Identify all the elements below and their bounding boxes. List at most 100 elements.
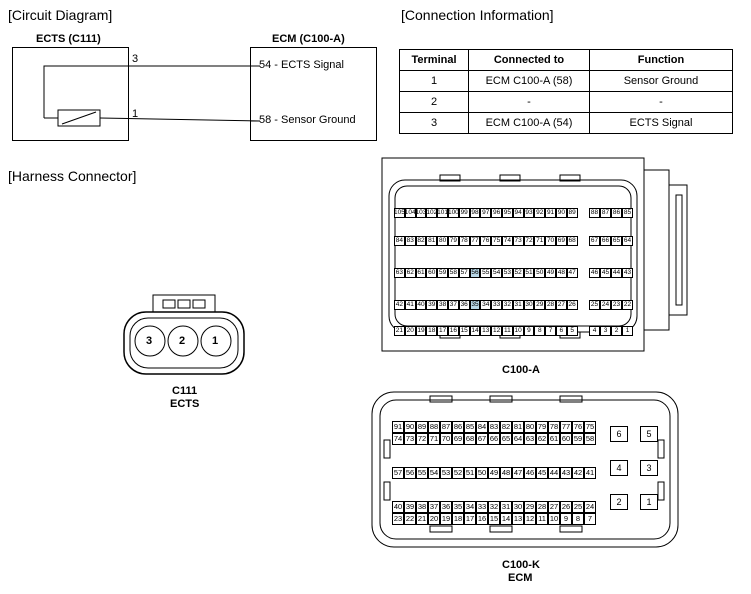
c100k-pin: 53 bbox=[440, 467, 452, 479]
c100k-pin: 62 bbox=[536, 433, 548, 445]
c100k-pin: 60 bbox=[560, 433, 572, 445]
c100k-pin: 80 bbox=[524, 421, 536, 433]
c100a-pin: 102 bbox=[426, 208, 438, 218]
c100k-pin: 33 bbox=[476, 501, 488, 513]
cell-connected-to: ECM C100-A (54) bbox=[468, 112, 590, 134]
c100k-pin: 52 bbox=[452, 467, 464, 479]
c100k-pin: 75 bbox=[584, 421, 596, 433]
c100a-pin: 103 bbox=[415, 208, 427, 218]
c100a-pin: 90 bbox=[555, 208, 567, 218]
c100a-label: C100-A bbox=[502, 364, 540, 376]
c100k-pin: 37 bbox=[428, 501, 440, 513]
c100k-pin: 41 bbox=[584, 467, 596, 479]
c100k-pin: 10 bbox=[548, 513, 560, 525]
c100a-pin: 69 bbox=[555, 236, 567, 246]
c100k-pin: 69 bbox=[452, 433, 464, 445]
c100k-pin: 91 bbox=[392, 421, 404, 433]
c100a-pin: 64 bbox=[622, 236, 633, 246]
c100a-pin: 18 bbox=[426, 326, 438, 336]
c100a-pin: 35 bbox=[469, 300, 481, 310]
c111-pin-3: 3 bbox=[146, 335, 153, 347]
c100k-pin: 65 bbox=[500, 433, 512, 445]
c100k-pin: 24 bbox=[584, 501, 596, 513]
c100a-pin: 7 bbox=[545, 326, 556, 336]
c100a-pin: 41 bbox=[404, 300, 416, 310]
c100a-pin: 68 bbox=[566, 236, 578, 246]
c100a-pin: 13 bbox=[480, 326, 492, 336]
table-row: 2 - - bbox=[399, 91, 733, 113]
c100k-pin: 76 bbox=[572, 421, 584, 433]
c100a-pin: 49 bbox=[545, 268, 556, 278]
c100k-pin: 66 bbox=[488, 433, 500, 445]
c100k-pin: 78 bbox=[548, 421, 560, 433]
c100k-pin: 44 bbox=[548, 467, 560, 479]
cell-function: Sensor Ground bbox=[589, 70, 733, 92]
circuit-diagram-title: [Circuit Diagram] bbox=[8, 7, 113, 23]
c100k-pin: 63 bbox=[524, 433, 536, 445]
c100k-pin: 17 bbox=[464, 513, 476, 525]
c100a-pin: 81 bbox=[426, 236, 438, 246]
c100a-pin: 22 bbox=[622, 300, 633, 310]
c100k-pin: 35 bbox=[452, 501, 464, 513]
c100a-pin: 70 bbox=[545, 236, 556, 246]
c100a-pin: 23 bbox=[611, 300, 622, 310]
c100k-side-pin: 1 bbox=[640, 494, 658, 510]
c100k-pin: 81 bbox=[512, 421, 524, 433]
ecm-ground-label: 58 - Sensor Ground bbox=[259, 114, 356, 126]
c100a-pin: 27 bbox=[555, 300, 567, 310]
c100k-pin: 14 bbox=[500, 513, 512, 525]
c100k-pin: 79 bbox=[536, 421, 548, 433]
c100a-pin: 44 bbox=[611, 268, 622, 278]
c100a-pin: 6 bbox=[555, 326, 567, 336]
c100a-pin: 87 bbox=[600, 208, 611, 218]
c100a-pin: 15 bbox=[458, 326, 470, 336]
c100a-pin: 76 bbox=[480, 236, 492, 246]
c100k-pin: 87 bbox=[440, 421, 452, 433]
c100k-pin: 32 bbox=[488, 501, 500, 513]
ects-sensor-box bbox=[12, 47, 129, 141]
c100a-pin: 78 bbox=[458, 236, 470, 246]
c100k-pin: 23 bbox=[392, 513, 404, 525]
cell-function: - bbox=[589, 91, 733, 113]
c100k-side-pin: 5 bbox=[640, 426, 658, 442]
ects-pin-3: 3 bbox=[132, 53, 139, 65]
c100k-pin: 42 bbox=[572, 467, 584, 479]
c100k-pin: 67 bbox=[476, 433, 488, 445]
c100k-pin: 43 bbox=[560, 467, 572, 479]
c100k-pin: 28 bbox=[536, 501, 548, 513]
c100a-pin: 34 bbox=[480, 300, 492, 310]
c100k-pin: 82 bbox=[500, 421, 512, 433]
c100a-pin: 63 bbox=[394, 268, 405, 278]
c100k-pin: 70 bbox=[440, 433, 452, 445]
c100a-pin: 16 bbox=[447, 326, 459, 336]
cell-terminal: 1 bbox=[399, 70, 469, 92]
c100k-pin: 30 bbox=[512, 501, 524, 513]
cell-terminal: 3 bbox=[399, 112, 469, 134]
c100k-pin: 55 bbox=[416, 467, 428, 479]
c100k-pin: 85 bbox=[464, 421, 476, 433]
c100k-pin: 39 bbox=[404, 501, 416, 513]
c100k-pin: 89 bbox=[416, 421, 428, 433]
c100k-pin: 77 bbox=[560, 421, 572, 433]
c100k-pin: 25 bbox=[572, 501, 584, 513]
c100k-pin: 19 bbox=[440, 513, 452, 525]
c100k-pin: 71 bbox=[428, 433, 440, 445]
c100a-pin: 96 bbox=[491, 208, 502, 218]
c100a-pin: 72 bbox=[523, 236, 535, 246]
c100a-pin: 32 bbox=[501, 300, 513, 310]
c100a-pin: 85 bbox=[622, 208, 633, 218]
c100a-pin: 36 bbox=[458, 300, 470, 310]
c100a-pin: 14 bbox=[469, 326, 481, 336]
table-row: 3 ECM C100-A (54) ECTS Signal bbox=[399, 112, 733, 134]
c100k-pin: 68 bbox=[464, 433, 476, 445]
table-row: 1 ECM C100-A (58) Sensor Ground bbox=[399, 70, 733, 92]
c100a-pin: 37 bbox=[447, 300, 459, 310]
c100k-pin: 59 bbox=[572, 433, 584, 445]
c100a-pin: 39 bbox=[426, 300, 438, 310]
c100a-pin: 45 bbox=[600, 268, 611, 278]
ecm-signal-label: 54 - ECTS Signal bbox=[259, 59, 344, 71]
